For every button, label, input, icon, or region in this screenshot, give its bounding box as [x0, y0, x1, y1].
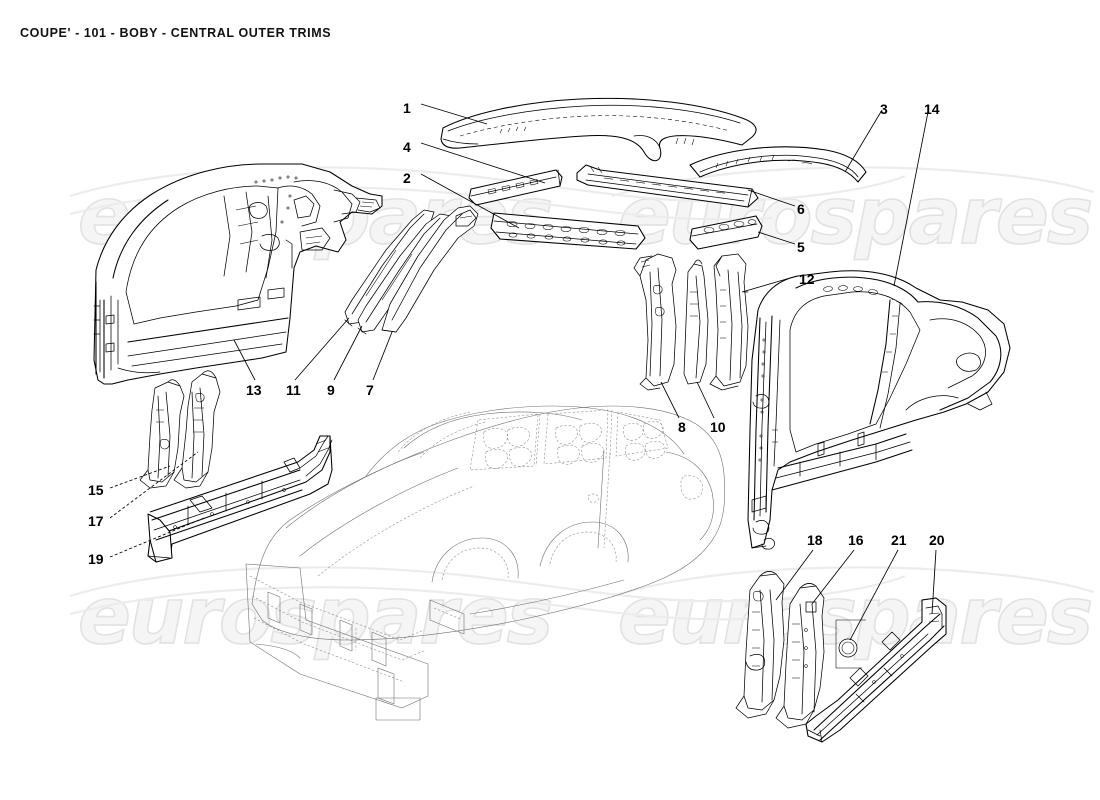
part-b-pillar-lower-left	[735, 571, 785, 719]
callout-label-17: 17	[88, 513, 104, 529]
car-body-ghost	[245, 405, 726, 721]
callout-label-4: 4	[403, 139, 411, 155]
callout-label-1: 1	[403, 100, 411, 116]
callout-label-6: 6	[797, 201, 805, 217]
callout-leader-lines	[109, 103, 937, 641]
callout-label-5: 5	[797, 239, 805, 255]
callout-label-8: 8	[678, 419, 686, 435]
callout-label-16: 16	[848, 532, 864, 548]
part-sill-rail-right	[805, 597, 947, 743]
callout-label-9: 9	[327, 382, 335, 398]
callout-label-13: 13	[246, 382, 262, 398]
part-a-pillar-lower-trim-right	[173, 370, 221, 489]
part-roof-front-cross-member	[576, 164, 759, 208]
part-b-pillar-reinforcement-left	[633, 253, 677, 391]
callout-label-10: 10	[710, 419, 726, 435]
part-a-pillar-lower-trim-left	[139, 379, 185, 489]
page-title: COUPE' - 101 - BOBY - CENTRAL OUTER TRIM…	[20, 26, 332, 40]
callout-label-20: 20	[929, 532, 945, 548]
callout-label-7: 7	[366, 382, 374, 398]
callout-label-19: 19	[88, 551, 104, 567]
callout-label-14: 14	[924, 101, 940, 117]
part-b-pillar-outer-left	[709, 253, 749, 391]
part-roof-outer-panel	[440, 97, 757, 162]
part-body-side-frame-right	[747, 270, 1011, 550]
part-roof-rear-cross-member	[689, 215, 763, 250]
part-roof-side-rail-right	[689, 146, 867, 183]
part-roof-cross-rail-front	[490, 212, 646, 250]
callout-label-12: 12	[799, 271, 815, 287]
part-sill-plug-grommet	[835, 619, 866, 669]
part-windscreen-pillar-inner-right	[381, 205, 479, 333]
part-body-side-frame-left	[93, 163, 383, 385]
callout-label-21: 21	[891, 532, 907, 548]
callout-label-2: 2	[403, 170, 411, 186]
part-b-pillar-lower-right	[775, 583, 825, 729]
callout-label-11: 11	[286, 382, 301, 398]
callout-label-3: 3	[880, 101, 888, 117]
part-b-pillar-inner-center	[683, 259, 709, 385]
callout-label-18: 18	[807, 532, 823, 548]
part-sill-rail-left	[147, 435, 333, 563]
callout-label-15: 15	[88, 482, 104, 498]
